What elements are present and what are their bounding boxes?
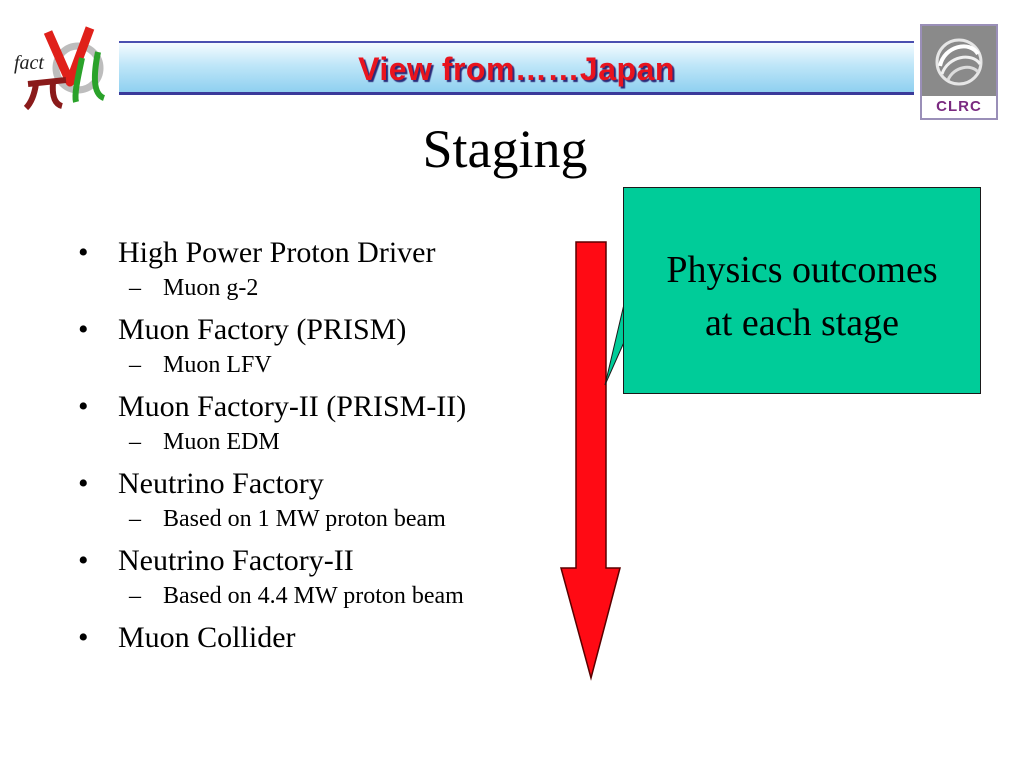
callout-line-2: at each stage (704, 302, 900, 344)
clrc-logo-icon (935, 38, 983, 86)
bullet-list: High Power Proton Driver Muon g-2 Muon F… (72, 232, 592, 659)
callout-box: Physics outcomes at each stage (623, 187, 981, 394)
header-title: View from……Japan (358, 51, 675, 87)
bullet-item: High Power Proton Driver (72, 232, 592, 274)
nufact-logo-text: fact (14, 52, 44, 74)
header-bar: View from……Japan (119, 41, 914, 95)
bullet-item: Muon Factory-II (PRISM-II) (72, 386, 592, 428)
sub-bullet-item: Muon EDM (72, 422, 592, 463)
callout-pointer (604, 299, 626, 386)
bullet-item: Neutrino Factory-II (72, 540, 592, 582)
bullet-item: Muon Factory (PRISM) (72, 309, 592, 351)
sub-bullet-item: Based on 1 MW proton beam (72, 499, 592, 540)
nufact-logo: fact (8, 22, 116, 117)
bullet-item: Muon Collider (72, 617, 592, 659)
callout-text: Physics outcomes at each stage (624, 244, 980, 350)
clrc-logo-label: CLRC (922, 96, 996, 118)
sub-bullet-item: Based on 4.4 MW proton beam (72, 576, 592, 617)
nufact-logo-graphic: fact (14, 26, 106, 111)
sub-bullet-item: Muon LFV (72, 345, 592, 386)
sub-bullet-item: Muon g-2 (72, 268, 592, 309)
page-title: Staging (422, 119, 588, 179)
callout-line-1: Physics outcomes (666, 249, 938, 291)
bullet-item: Neutrino Factory (72, 463, 592, 505)
clrc-logo: CLRC (920, 24, 998, 120)
